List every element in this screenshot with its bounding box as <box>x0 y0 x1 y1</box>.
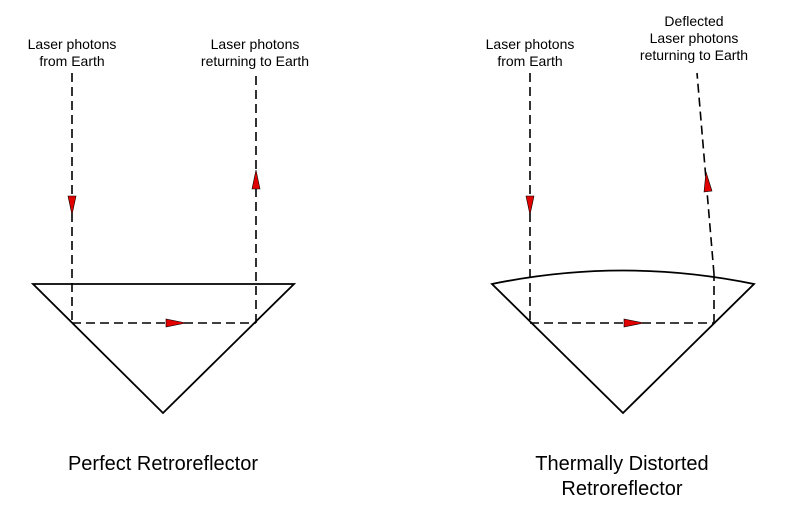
right-caption-line-2: Retroreflector <box>561 478 683 500</box>
right-arrow-right <box>623 318 645 328</box>
distorted-retroreflector <box>490 72 756 415</box>
left-incoming-label: Laser photons from Earth <box>2 36 142 70</box>
right-incoming-label: Laser photons from Earth <box>460 36 600 70</box>
left-incoming-label-line-1: Laser photons <box>27 36 117 52</box>
down-arrow-left <box>67 195 77 216</box>
down-arrow-right <box>525 195 535 216</box>
right-arrow-left <box>165 318 187 328</box>
right-returning-label-line-1: Laser photons <box>649 30 739 46</box>
left-returning-label-line-1: Laser photons <box>210 36 300 52</box>
up-arrow-left <box>251 169 261 190</box>
right-returning-label-line-2: returning to Earth <box>639 47 749 63</box>
right-caption: Thermally Distorted Retroreflector <box>492 452 752 502</box>
deflected-beam-right <box>696 72 715 275</box>
left-incoming-label-line-2: from Earth <box>39 53 105 69</box>
right-returning-label-line-0: Deflected <box>664 13 724 29</box>
left-returning-label: Laser photons returning to Earth <box>180 36 330 70</box>
left-returning-label-line-2: returning to Earth <box>200 53 310 69</box>
perfect-retroreflector <box>30 73 297 415</box>
right-caption-line-1: Thermally Distorted <box>535 453 709 475</box>
right-returning-label: Deflected Laser photons returning to Ear… <box>618 13 770 64</box>
left-caption: Perfect Retroreflector <box>67 453 259 475</box>
right-incoming-label-line-1: Laser photons <box>485 36 575 52</box>
perfect-prism-outline <box>30 283 297 415</box>
up-arrow-right <box>703 171 713 193</box>
right-incoming-label-line-2: from Earth <box>497 53 563 69</box>
